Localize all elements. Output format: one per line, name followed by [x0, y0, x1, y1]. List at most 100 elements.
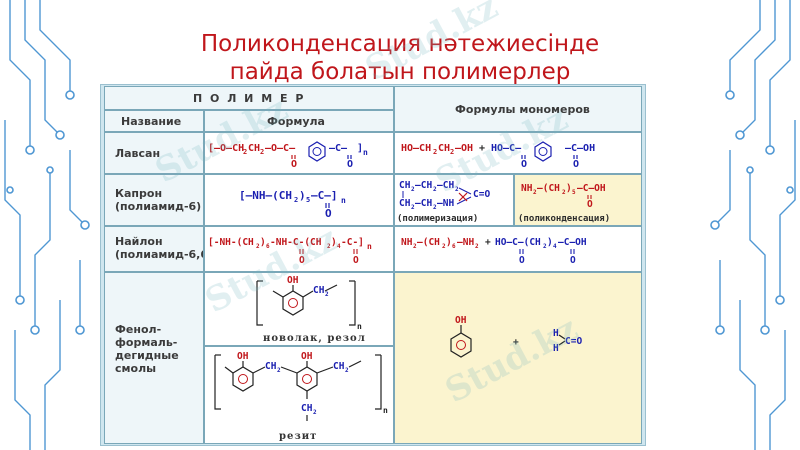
- row-nylon-name-cell: Найлон (полиамид-6,6): [104, 226, 204, 272]
- svg-text:OH: OH: [287, 275, 299, 286]
- header-name-cell: Название: [104, 110, 204, 132]
- svg-text:O: O: [570, 255, 576, 266]
- svg-text:): ): [446, 237, 452, 248]
- row-lavsan-name-cell: Лавсан: [104, 132, 204, 174]
- svg-text:–C–OH: –C–OH: [558, 237, 587, 248]
- svg-text:O: O: [291, 159, 297, 170]
- svg-text:2: 2: [345, 367, 349, 374]
- svg-text:C=O: C=O: [473, 189, 490, 200]
- circuit-decoration-left: [4, 0, 90, 450]
- svg-text:2: 2: [294, 196, 298, 204]
- svg-text:2: 2: [411, 204, 415, 211]
- svg-text:4: 4: [553, 243, 557, 250]
- svg-text:CH: CH: [438, 143, 450, 154]
- svg-text:–(CH: –(CH: [537, 183, 560, 194]
- svg-text:HO–C–: HO–C–: [491, 143, 522, 154]
- svg-text:]: ]: [357, 143, 363, 154]
- svg-text:[-NH-(CH: [-NH-(CH: [208, 237, 254, 248]
- svg-text:2: 2: [433, 204, 437, 211]
- row-phenol-name-cell: Фенол-формаль-дегидные смолы: [104, 272, 204, 444]
- svg-text:O: O: [573, 159, 579, 170]
- svg-text:–O–C–: –O–C–: [265, 143, 296, 154]
- svg-text:–C–OH: –C–OH: [565, 143, 595, 154]
- svg-text:4: 4: [337, 243, 341, 250]
- header-polymer-cell: П О Л И М Е Р: [104, 86, 394, 110]
- svg-text:–CH: –CH: [415, 198, 432, 209]
- svg-text:O: O: [347, 159, 353, 170]
- svg-text:2: 2: [433, 148, 437, 156]
- svg-text:CH: CH: [301, 403, 313, 414]
- circuit-decoration-right: [710, 0, 796, 450]
- svg-text:2: 2: [327, 243, 331, 250]
- row-kapron-name-cell: Капрон (полиамид-6): [104, 174, 204, 226]
- svg-text:n: n: [363, 148, 368, 157]
- svg-text:5: 5: [306, 196, 310, 204]
- svg-text:–CH: –CH: [415, 180, 432, 191]
- svg-text:[–O–CH: [–O–CH: [208, 143, 244, 154]
- row-lavsan-name: Лавсан: [115, 147, 161, 160]
- svg-text:2: 2: [475, 243, 479, 250]
- svg-text:n: n: [367, 242, 372, 251]
- svg-text:OH: OH: [301, 351, 313, 362]
- svg-text:–NH: –NH: [457, 237, 474, 248]
- svg-text:2: 2: [243, 148, 247, 156]
- svg-text:n: n: [341, 196, 346, 205]
- title-line-1: Поликонденсация нәтежиесінде: [200, 31, 600, 57]
- header-name: Название: [121, 115, 182, 128]
- svg-text:2: 2: [260, 148, 264, 156]
- svg-text:NH: NH: [521, 183, 533, 194]
- svg-text:–NH: –NH: [437, 198, 454, 209]
- svg-text:–C–]: –C–]: [311, 189, 338, 202]
- svg-text:O: O: [299, 255, 305, 266]
- svg-text:n: n: [357, 322, 362, 331]
- svg-text:2: 2: [433, 186, 437, 193]
- resite-caption: резит: [279, 431, 317, 442]
- svg-text:–CH: –CH: [437, 180, 454, 191]
- svg-text:2: 2: [325, 291, 329, 298]
- svg-text:H: H: [553, 328, 559, 339]
- svg-text:O: O: [325, 207, 332, 220]
- row-kapron-name: Капрон (полиамид-6): [115, 187, 202, 213]
- svg-text:CH: CH: [265, 361, 277, 372]
- svg-text:2: 2: [411, 186, 415, 193]
- svg-text:H: H: [553, 343, 559, 354]
- svg-text:2: 2: [256, 243, 260, 250]
- svg-text:O: O: [521, 159, 527, 170]
- svg-text:O: O: [587, 199, 593, 210]
- svg-text:OH: OH: [455, 315, 467, 326]
- svg-text:): ): [260, 237, 266, 248]
- kapron-note-polymerization: (полимеризация): [397, 214, 478, 224]
- svg-text:–OH: –OH: [455, 143, 473, 154]
- svg-text:O: O: [353, 255, 359, 266]
- svg-text:-NH-C-(CH: -NH-C-(CH: [270, 237, 322, 248]
- header-formula-cell: Формула: [204, 110, 394, 132]
- header-monomers: Формулы мономеров: [455, 103, 590, 116]
- polymer-table: П О Л И М Е Р Формулы мономеров Название…: [104, 86, 642, 444]
- svg-text:NH: NH: [401, 237, 413, 248]
- svg-text:-C-]: -C-]: [341, 237, 364, 248]
- header-polymer: П О Л И М Е Р: [193, 92, 306, 105]
- svg-text:CH: CH: [399, 180, 411, 191]
- row-nylon-name: Найлон (полиамид-6,6): [115, 235, 204, 261]
- svg-text:–C–OH: –C–OH: [577, 183, 606, 194]
- svg-text:+: +: [485, 237, 491, 248]
- svg-text:HO–CH: HO–CH: [401, 143, 431, 154]
- svg-text:O: O: [519, 255, 525, 266]
- svg-text:2: 2: [442, 243, 446, 250]
